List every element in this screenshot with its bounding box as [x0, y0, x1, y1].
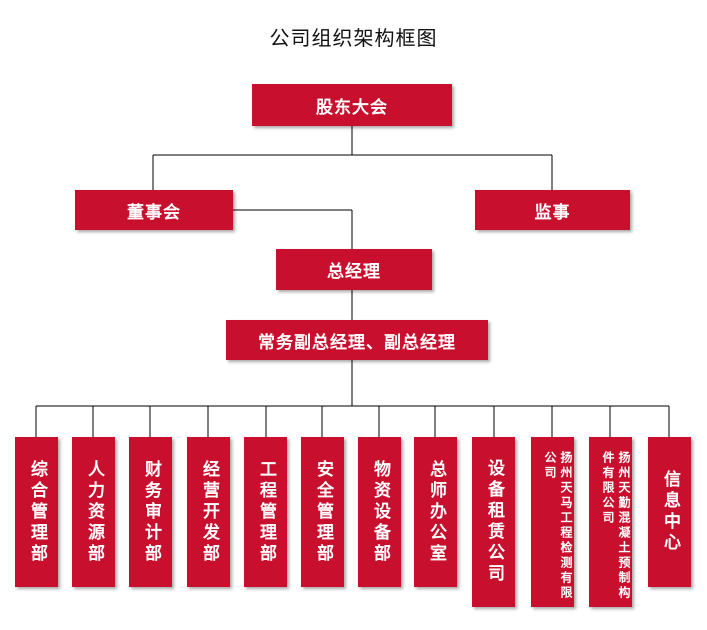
- dept-business-development: 经营开发部: [187, 437, 230, 587]
- node-shareholders: 股东大会: [252, 84, 452, 126]
- dept-finance-audit: 财务审计部: [129, 437, 172, 587]
- dept-equipment-leasing: 设备租赁公司: [472, 437, 515, 607]
- dept-human-resources: 人力资源部: [72, 437, 115, 587]
- dept-general-management: 综合管理部: [15, 437, 58, 587]
- node-board: 董事会: [75, 190, 233, 230]
- node-vice-general-manager: 常务副总经理、副总经理: [226, 320, 488, 360]
- dept-tianqin-precast: 扬州天勤混凝土预制构件有限公司: [589, 437, 632, 607]
- dept-chief-engineer-office: 总师办公室: [414, 437, 457, 587]
- dept-information-center: 信息中心: [648, 437, 691, 587]
- node-general-manager: 总经理: [276, 249, 432, 290]
- node-supervisor: 监事: [475, 190, 630, 230]
- diagram-title: 公司组织架构框图: [269, 26, 438, 50]
- dept-materials-equipment: 物资设备部: [358, 437, 401, 587]
- dept-tianma-testing: 扬州天马工程检测有限公司: [531, 437, 574, 607]
- dept-safety-management: 安全管理部: [301, 437, 344, 587]
- dept-engineering-management: 工程管理部: [244, 437, 287, 587]
